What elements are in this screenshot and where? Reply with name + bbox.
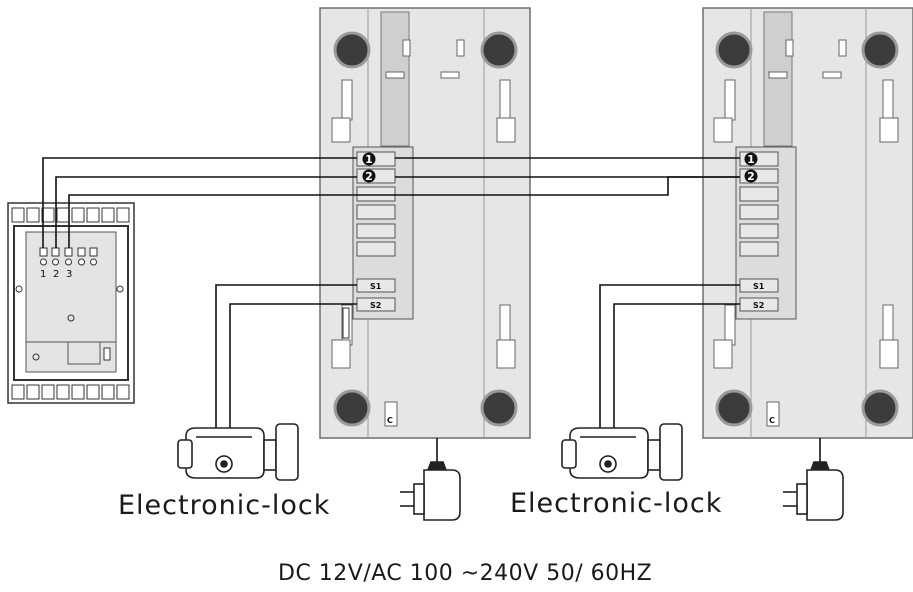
terminal-2-label: 2 <box>365 170 373 183</box>
electronic-lock-right <box>561 423 683 481</box>
screw-hole <box>480 31 518 69</box>
screw-hole <box>333 31 371 69</box>
wire-set <box>42 157 821 462</box>
electronic-lock-left <box>177 423 299 481</box>
lock-label-left: Electronic-lock <box>118 490 331 521</box>
screw-hole <box>715 31 753 69</box>
terminal-s1-label: S1 <box>370 282 382 291</box>
door-terminal-1: 1 <box>40 269 46 280</box>
power-spec-label: DC 12V/AC 100 ~240V 50/ 60HZ <box>278 561 653 586</box>
power-adapter-left <box>400 461 461 521</box>
indoor-monitor-left: 1 2 S1 S2 C <box>319 7 531 439</box>
screw-hole <box>333 389 371 427</box>
terminal-2-label: 2 <box>747 170 755 183</box>
terminal-1-label: 1 <box>365 153 373 166</box>
door-terminal-2: 2 <box>53 269 59 280</box>
badge-c: C <box>769 416 775 425</box>
power-adapter-right <box>783 461 844 521</box>
terminal-s2-label: S2 <box>753 301 764 310</box>
screw-hole <box>480 389 518 427</box>
terminal-s2-label: S2 <box>370 301 381 310</box>
badge-c: C <box>387 416 393 425</box>
screw-hole <box>715 389 753 427</box>
outdoor-door-station: 1 2 3 <box>7 202 135 404</box>
screw-hole <box>861 31 899 69</box>
screw-hole <box>861 389 899 427</box>
indoor-monitor-right: 1 2 S1 S2 C <box>702 7 913 439</box>
door-terminal-3: 3 <box>66 269 72 280</box>
terminal-1-label: 1 <box>747 153 755 166</box>
lock-label-right: Electronic-lock <box>510 488 723 519</box>
terminal-s1-label: S1 <box>753 282 765 291</box>
